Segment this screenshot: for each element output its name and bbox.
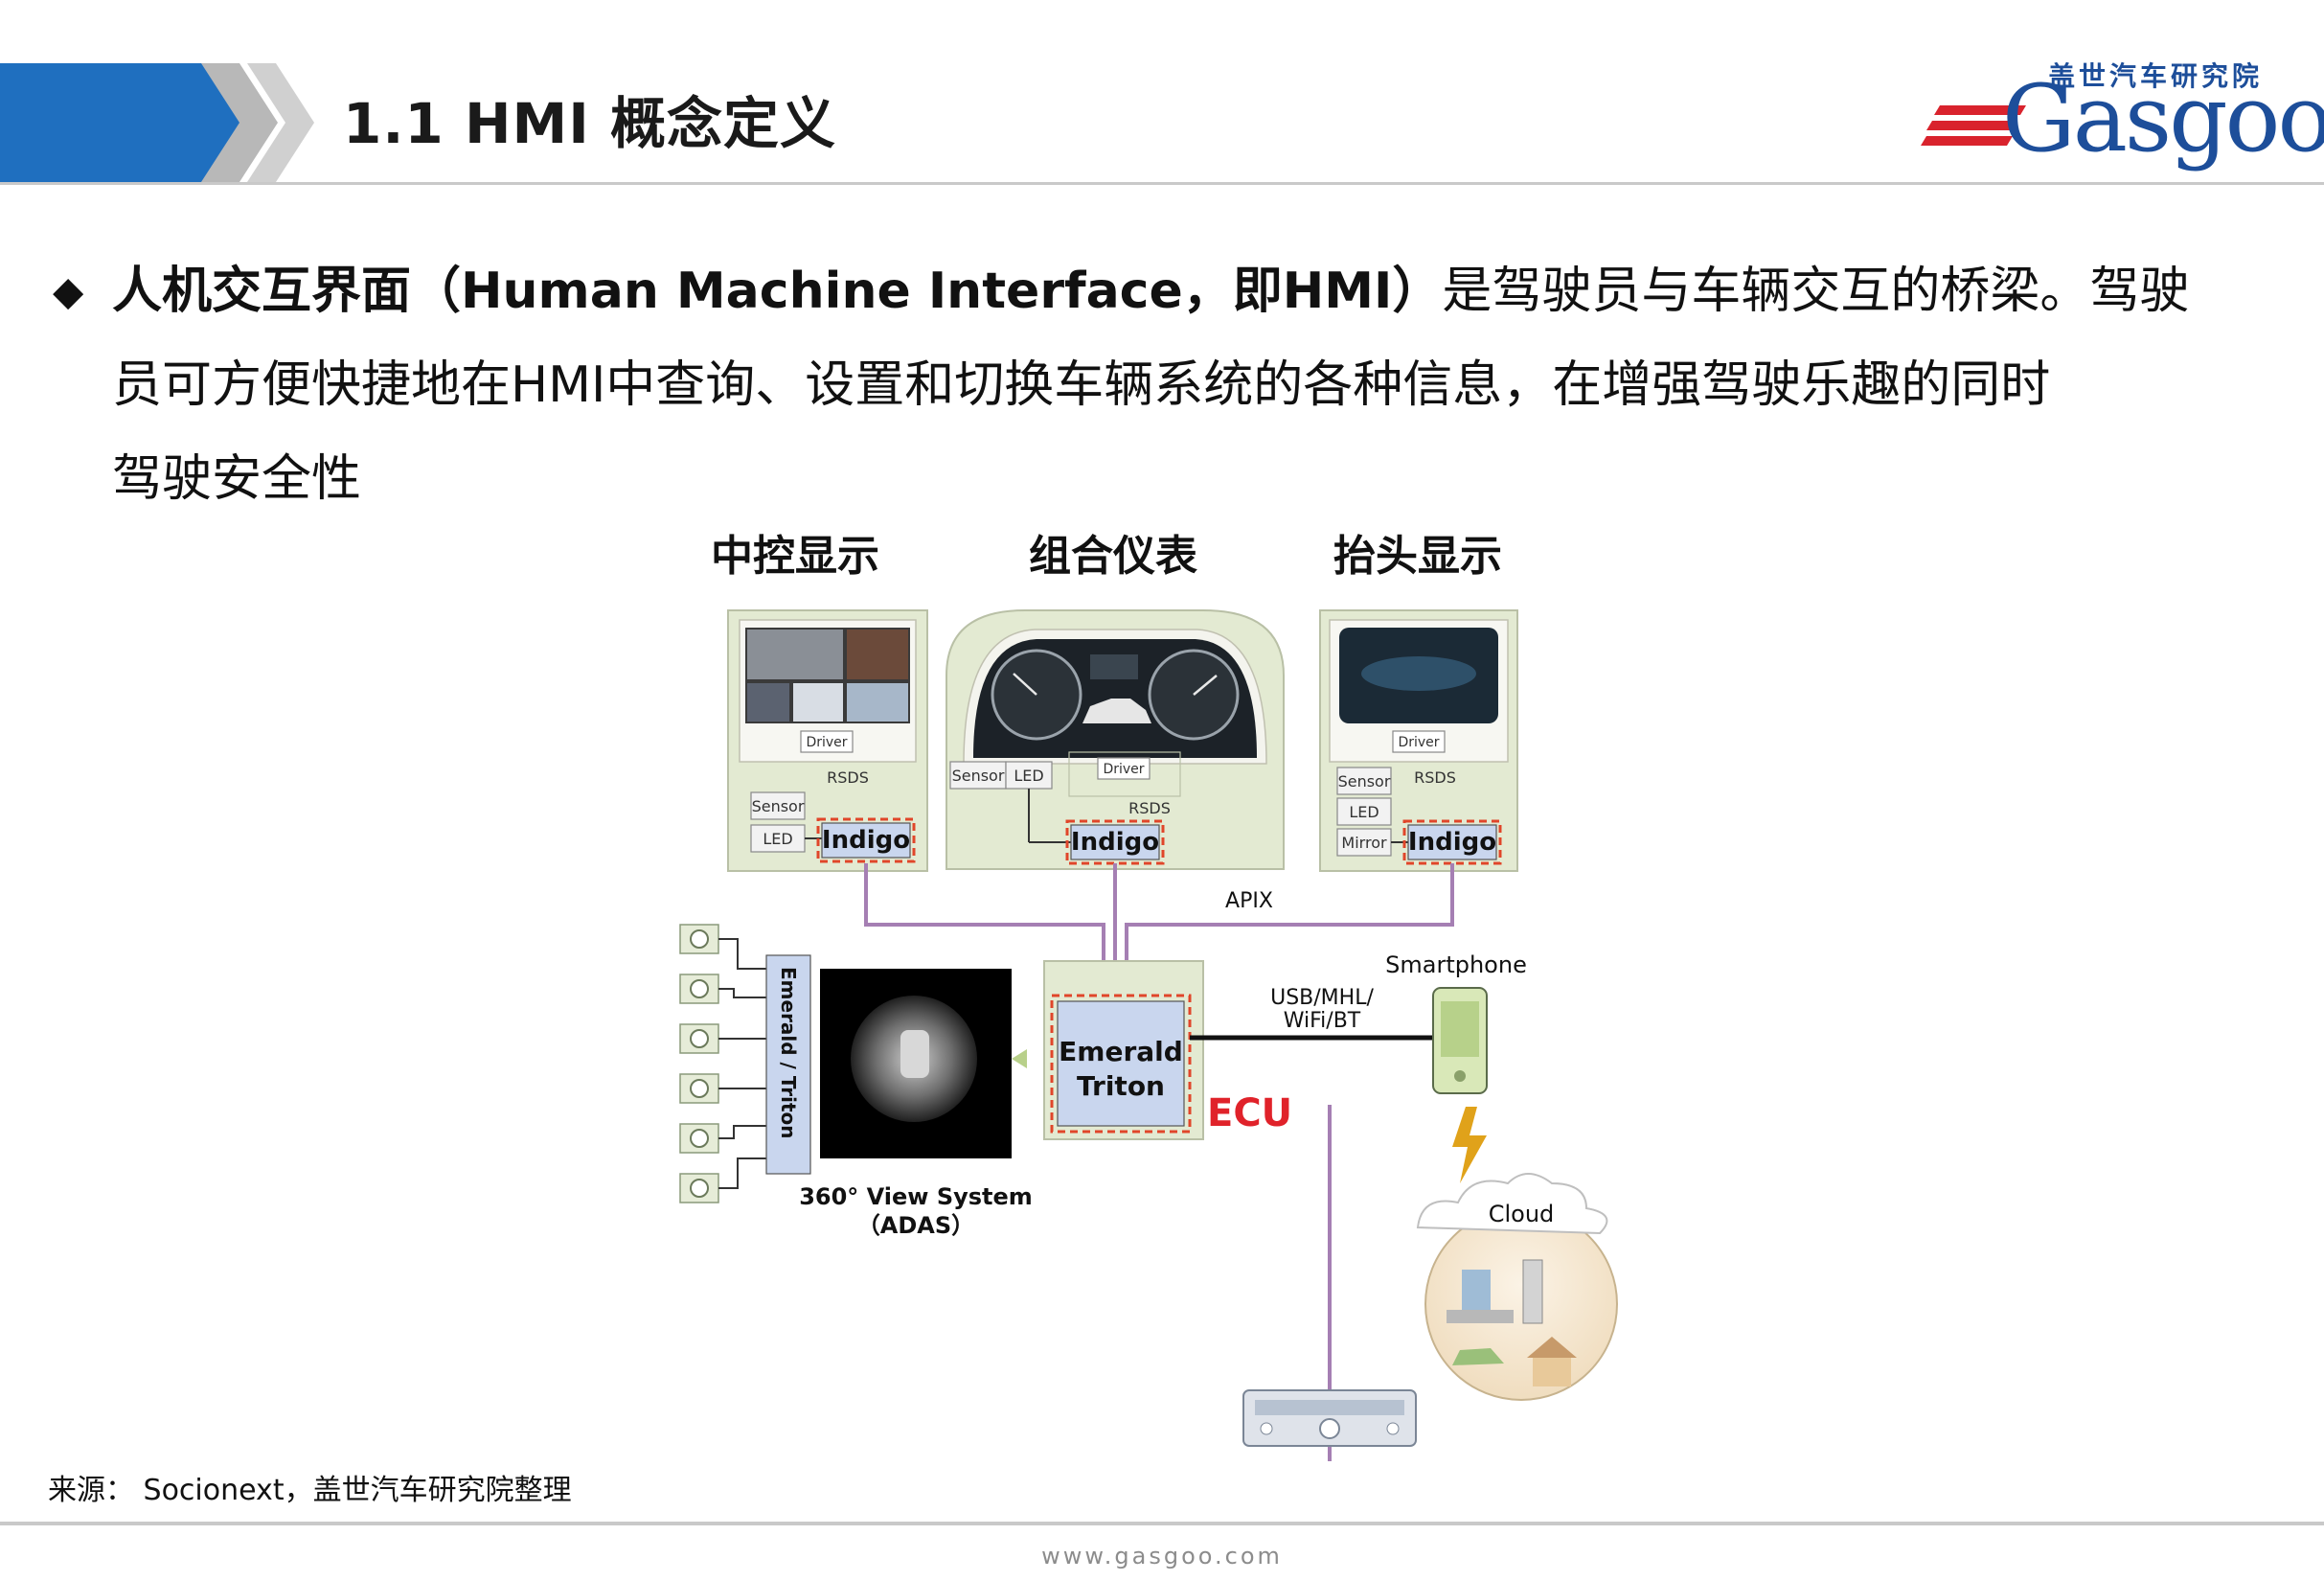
ecu-block: Emerald Triton ECU bbox=[1043, 960, 1292, 1140]
paragraph-line-3: 驾驶安全性 bbox=[112, 450, 362, 508]
section-title-center-display: 中控显示 bbox=[711, 532, 879, 581]
indigo-chip bbox=[1407, 824, 1497, 860]
camera-array bbox=[679, 924, 766, 1203]
logo-cn-text: 盖世汽车研究院 bbox=[2048, 60, 2264, 92]
chevron-icon bbox=[247, 63, 314, 182]
source-note: 来源： Socionext，盖世汽车研究院整理 bbox=[48, 1474, 572, 1507]
svg-text:LED: LED bbox=[763, 830, 792, 848]
driver-box bbox=[800, 730, 854, 753]
mirror-box bbox=[1336, 828, 1392, 857]
svg-text:LED: LED bbox=[1349, 803, 1378, 821]
section-title-instrument-cluster: 组合仪表 bbox=[1029, 532, 1197, 581]
lightning-icon bbox=[1452, 1107, 1487, 1183]
logo-stripes-icon bbox=[1921, 105, 2026, 146]
footer-divider bbox=[0, 1522, 2324, 1525]
svg-text:Emerald: Emerald bbox=[1059, 1036, 1183, 1067]
svg-text:Sensor: Sensor bbox=[1338, 772, 1391, 790]
hmi-architecture-diagram: 中控显示 组合仪表 抬头显示 Driver RSDS Sensor LED In… bbox=[679, 532, 1618, 1461]
paragraph-line-1-rest: 是驾驶员与车辆交互的桥梁。驾驶 bbox=[1442, 263, 2190, 320]
svg-text:Emerald / Triton: Emerald / Triton bbox=[777, 967, 800, 1139]
svg-text:Mirror: Mirror bbox=[1341, 834, 1387, 852]
paragraph-line-1: ◆ 人机交互界面（Human Machine Interface，即HMI）是驾驶… bbox=[53, 244, 2285, 338]
section-title-hud: 抬头显示 bbox=[1333, 532, 1502, 581]
logo-en-text: Gasgoo bbox=[2002, 65, 2324, 172]
diamond-bullet-icon: ◆ bbox=[53, 267, 84, 314]
cloud-icon bbox=[1416, 1173, 1618, 1401]
cloud-label: Cloud bbox=[1489, 1201, 1555, 1227]
svg-text:WiFi/BT: WiFi/BT bbox=[1284, 1009, 1361, 1033]
svg-text:Driver: Driver bbox=[806, 735, 847, 750]
adas-label: （ADAS） bbox=[857, 1212, 974, 1239]
driver-box bbox=[1097, 757, 1151, 780]
svg-text:Driver: Driver bbox=[1398, 735, 1439, 750]
center-display-panel: Driver RSDS Sensor LED Indigo bbox=[727, 609, 928, 872]
svg-text:LED: LED bbox=[1014, 767, 1043, 785]
intro-paragraph: ◆ 人机交互界面（Human Machine Interface，即HMI）是驾驶… bbox=[53, 244, 2285, 526]
svg-text:Driver: Driver bbox=[1103, 762, 1144, 777]
svg-text:Indigo: Indigo bbox=[1408, 828, 1496, 857]
sensor-box bbox=[949, 761, 1007, 790]
gasgoo-logo: 盖世汽车研究院 Gasgoo bbox=[1911, 56, 2324, 180]
svg-text:RSDS: RSDS bbox=[1414, 768, 1456, 787]
header-divider bbox=[0, 182, 2324, 185]
svg-text:Triton: Triton bbox=[1077, 1070, 1165, 1102]
page-title: 1.1 HMI 概念定义 bbox=[343, 91, 836, 156]
arrow-icon bbox=[1012, 1049, 1027, 1068]
indigo-chip bbox=[1070, 824, 1160, 860]
footer-url: www.gasgoo.com bbox=[1041, 1543, 1283, 1570]
led-box bbox=[1336, 797, 1392, 826]
title-banner-blue bbox=[0, 63, 244, 182]
instrument-cluster-panel: Driver Sensor LED RSDS Indigo bbox=[946, 609, 1285, 870]
hud-panel: Driver RSDS Sensor LED Mirror Indigo bbox=[1319, 609, 1518, 872]
led-box bbox=[1005, 761, 1053, 790]
emerald-triton-chip bbox=[1057, 1000, 1185, 1127]
svg-text:Sensor: Sensor bbox=[952, 767, 1005, 785]
360-view-label: 360° View System bbox=[799, 1183, 1033, 1210]
chevron-icon bbox=[201, 63, 278, 182]
svg-text:Indigo: Indigo bbox=[1071, 828, 1159, 857]
car-icon bbox=[1452, 1348, 1504, 1365]
car-icon bbox=[1082, 699, 1151, 723]
smartphone-icon bbox=[1432, 987, 1488, 1094]
svg-text:RSDS: RSDS bbox=[1128, 799, 1171, 817]
house-icon bbox=[1527, 1337, 1577, 1358]
svg-text:Indigo: Indigo bbox=[822, 826, 910, 855]
driver-box bbox=[1392, 730, 1446, 753]
radio-head-unit-icon bbox=[1242, 1389, 1417, 1447]
apix-label: APIX bbox=[1225, 889, 1273, 913]
sensor-box bbox=[1336, 767, 1392, 795]
indigo-chip bbox=[821, 822, 911, 859]
svg-text:USB/MHL/: USB/MHL/ bbox=[1270, 986, 1374, 1010]
emerald-triton-vertical-chip bbox=[765, 954, 811, 1175]
paragraph-line-2: 员可方便快捷地在HMI中查询、设置和切换车辆系统的各种信息，在增强驾驶乐趣的同时 bbox=[112, 356, 2051, 414]
smartphone-label: Smartphone bbox=[1385, 951, 1527, 978]
apix-links bbox=[864, 863, 1454, 1461]
ecu-label: ECU bbox=[1207, 1091, 1292, 1135]
title-banner bbox=[0, 63, 314, 182]
hmi-definition-bold: 人机交互界面（Human Machine Interface，即HMI） bbox=[112, 263, 1443, 320]
svg-text:Sensor: Sensor bbox=[752, 797, 805, 815]
sensor-box bbox=[750, 791, 806, 820]
svg-text:RSDS: RSDS bbox=[827, 768, 869, 787]
